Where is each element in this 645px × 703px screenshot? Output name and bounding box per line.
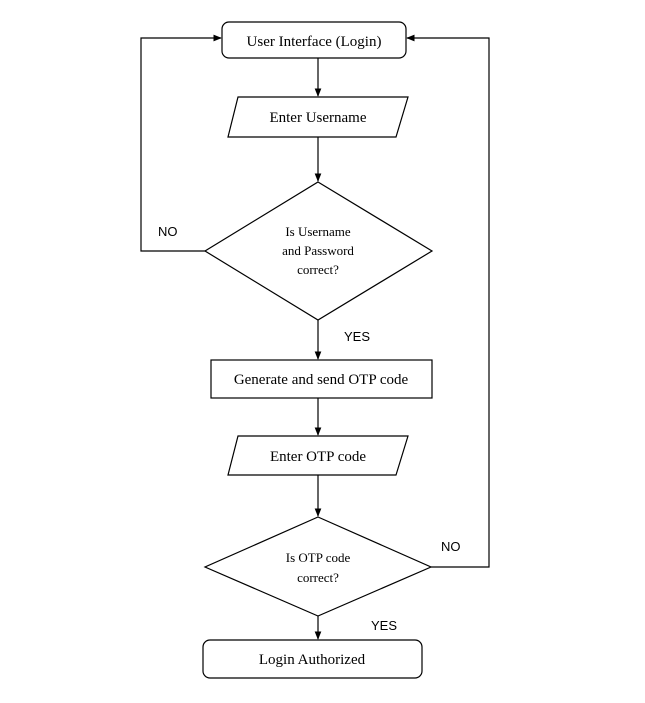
generate-otp-label: Generate and send OTP code (234, 372, 409, 388)
enter-username-label: Enter Username (269, 110, 366, 126)
generate-otp-node: Generate and send OTP code (210, 359, 433, 399)
otp-no-label: NO (441, 539, 461, 554)
check-credentials-line-3: correct? (297, 262, 339, 277)
check-otp-line-2: correct? (297, 570, 339, 585)
end-label: Login Authorized (259, 652, 366, 668)
enter-otp-node: Enter OTP code (227, 435, 409, 476)
check-credentials-line-1: Is Username (285, 224, 351, 239)
start-node: User Interface (Login) (221, 21, 407, 59)
check-otp-node: Is OTP code correct? (203, 516, 433, 617)
check-credentials-node: Is Username and Password correct? (203, 181, 434, 321)
arrow-otp-no-loop (406, 34, 490, 568)
check-credentials-line-2: and Password (282, 243, 354, 258)
enter-username-node: Enter Username (227, 96, 409, 138)
arrow-credentials-no-loop (140, 34, 222, 252)
credentials-no-label: NO (158, 224, 178, 239)
credentials-yes-label: YES (344, 329, 370, 344)
start-label: User Interface (Login) (247, 34, 382, 50)
check-otp-line-1: Is OTP code (286, 550, 351, 565)
end-node: Login Authorized (202, 639, 423, 679)
otp-yes-label: YES (371, 618, 397, 633)
enter-otp-label: Enter OTP code (270, 449, 366, 465)
connectors (140, 34, 490, 640)
